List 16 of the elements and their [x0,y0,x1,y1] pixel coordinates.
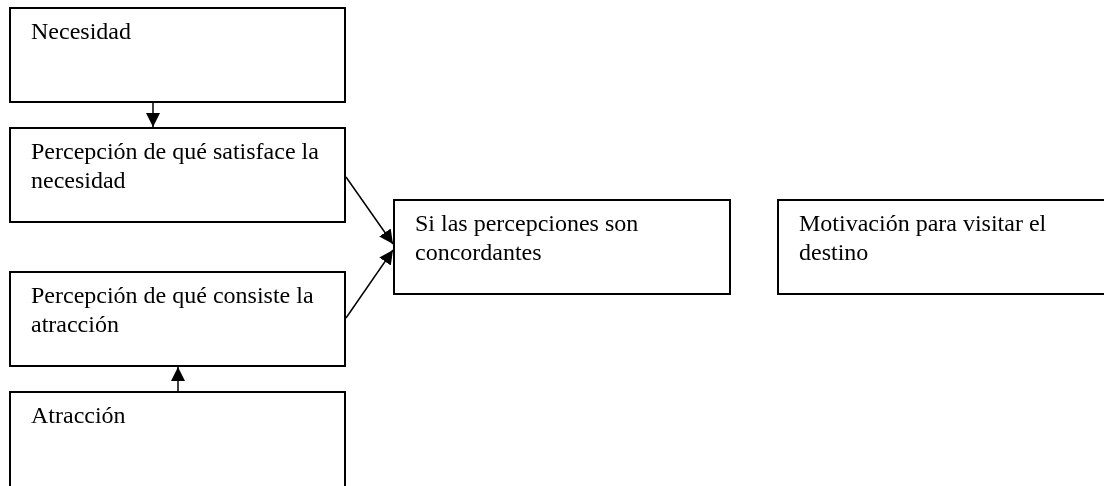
box-text: Percepción de qué consiste la atracción [31,281,315,339]
process-box [777,199,1104,295]
box-text: Si las percepciones son concordantes [415,209,640,267]
box-text: Necesidad [31,17,132,46]
process-box [9,7,346,103]
arrow [146,102,160,128]
arrow [171,366,185,392]
arrow [345,249,394,319]
process-box [9,271,346,367]
process-box [393,199,731,295]
box-text: Percepción de qué satisface la necesidad [31,137,320,195]
arrow [345,176,394,245]
box-text: Motivación para visitar el destino [799,209,1048,267]
process-box [9,127,346,223]
process-box [9,391,346,486]
box-text: Atracción [31,401,127,430]
